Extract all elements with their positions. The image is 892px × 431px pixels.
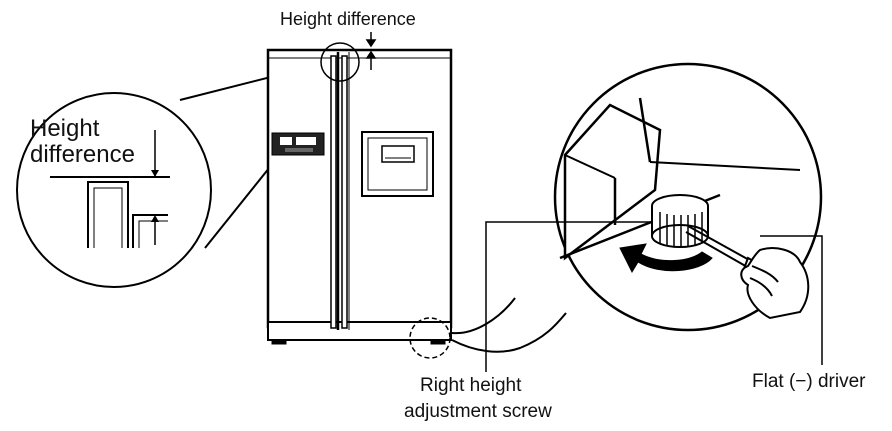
zoom-right-connector [451,297,567,353]
flat-driver-label: Flat (−) driver [752,371,866,392]
height-difference-marker-circle [320,42,360,82]
adjustment-screw-zoom [553,62,823,332]
right-handle [341,55,348,329]
height-difference-zoom-label-line2: difference [30,141,135,168]
water-dispenser [361,131,434,197]
adjustment-screw-marker-circle [409,317,451,359]
left-handle [330,55,337,329]
left-foot [271,339,287,345]
right-height-screw-label-line1: Right height [420,375,522,396]
height-difference-arrows [365,32,377,70]
hand [740,247,810,320]
refrigerator [266,48,453,345]
label-leaders [485,221,823,372]
height-difference-zoom-label-line1: Height [30,115,100,142]
right-foot [430,339,446,345]
height-difference-label: Height difference [280,9,416,29]
adjustment-screw [651,194,709,248]
refrigerator-base [267,321,452,341]
height-difference-zoom [16,92,212,288]
rotation-arrow [619,243,713,274]
right-height-screw-label-line2: adjustment screw [404,401,552,422]
